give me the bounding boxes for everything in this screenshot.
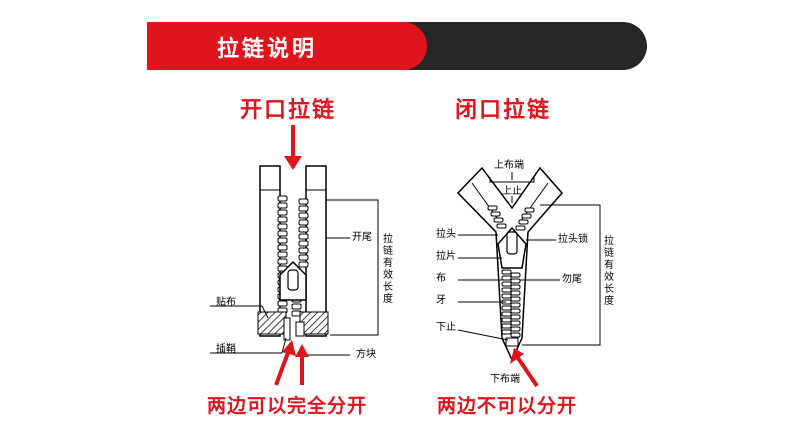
- label-xiabuduan: 下布端: [490, 374, 520, 385]
- zipper-tooth: [510, 296, 521, 302]
- left-patch: [257, 311, 287, 335]
- section-banner: 拉链说明: [147, 22, 647, 70]
- zipper-tooth: [490, 211, 501, 217]
- zipper-tooth: [510, 332, 521, 338]
- closed-bottom-arrow: [516, 356, 539, 388]
- zipper-tooth: [277, 300, 288, 307]
- zipper-tooth: [277, 195, 288, 202]
- zipper-tooth: [493, 217, 504, 223]
- label-shangbuduan: 上布端: [494, 160, 524, 171]
- banner-red-band: [147, 22, 427, 70]
- zipper-tooth: [277, 202, 288, 209]
- zipper-tooth: [298, 205, 309, 212]
- right-tape: [305, 165, 327, 337]
- open-zipper-drawing: [210, 125, 379, 386]
- zipper-tooth: [501, 293, 512, 299]
- zipper-tooth: [501, 281, 512, 287]
- zipper-tooth: [298, 219, 309, 226]
- label-latousuo: 拉头锁: [558, 234, 588, 245]
- label-xiazhi: 下止: [436, 322, 456, 333]
- banner-title: 拉链说明: [217, 37, 318, 62]
- label-kaiwei: 开尾: [352, 232, 372, 243]
- closed-zipper-title: 闭口拉链: [455, 98, 552, 123]
- zipper-tooth: [277, 216, 288, 223]
- zipper-tooth: [510, 314, 521, 320]
- zipper-tooth: [521, 213, 532, 219]
- zipper-tooth: [277, 251, 288, 258]
- label-tiebu: 贴布: [216, 297, 236, 308]
- zipper-tooth: [487, 205, 498, 211]
- zipper-tooth: [510, 278, 521, 284]
- label-wowei: 勿尾: [562, 274, 582, 285]
- zipper-tooth: [501, 269, 512, 275]
- zipper-tooth: [298, 198, 309, 205]
- zipper-tooth: [298, 254, 309, 261]
- zipper-tooth: [277, 223, 288, 230]
- zipper-tooth: [298, 261, 309, 268]
- zipper-tooth: [277, 237, 288, 244]
- zipper-tooth: [501, 287, 512, 293]
- zipper-tooth: [501, 275, 512, 281]
- zipper-tooth: [510, 308, 521, 314]
- zipper-tooth: [298, 247, 309, 254]
- zipper-tooth: [277, 230, 288, 237]
- zipper-tooth: [277, 258, 288, 265]
- label-closed-effective-length: 拉链有效长度: [604, 236, 614, 307]
- open-bottom-arrow-left: [274, 349, 291, 386]
- open-zipper-caption: 两边可以完全分开: [207, 395, 368, 417]
- zipper-tooth: [291, 303, 302, 310]
- label-bu: 布: [436, 273, 446, 284]
- zipper-tooth: [510, 284, 521, 290]
- zipper-tooth: [298, 233, 309, 240]
- closed-teeth: [487, 205, 535, 338]
- zipper-tooth: [501, 329, 512, 335]
- label-shangzhi: 上止: [502, 186, 522, 197]
- left-tape: [259, 165, 281, 337]
- label-lapian: 拉片: [436, 251, 456, 262]
- zipper-tooth: [518, 219, 529, 225]
- closed-zipper-drawing: [456, 166, 601, 388]
- zipper-tooth: [510, 326, 521, 332]
- label-latou: 拉头: [436, 229, 456, 240]
- zipper-tooth: [510, 302, 521, 308]
- banner-dark-band: [387, 22, 647, 70]
- zipper-tooth: [298, 226, 309, 233]
- zipper-tooth: [298, 212, 309, 219]
- zipper-tooth: [298, 240, 309, 247]
- zipper-tooth: [510, 290, 521, 296]
- closed-zipper-caption: 两边不可以分开: [437, 395, 578, 417]
- label-fangkuai: 方块: [356, 349, 376, 360]
- zipper-tooth: [524, 207, 535, 213]
- zipper-tooth: [501, 311, 512, 317]
- zipper-tooth: [277, 209, 288, 216]
- zipper-tooth: [515, 225, 526, 231]
- zipper-tooth: [510, 272, 521, 278]
- zipper-tooth: [501, 323, 512, 329]
- label-chaqiao: 插鞘: [216, 344, 236, 355]
- zipper-tooth: [510, 320, 521, 326]
- label-ya: 牙: [436, 295, 446, 306]
- zipper-tooth: [501, 305, 512, 311]
- zipper-tooth: [277, 244, 288, 251]
- label-open-effective-length: 拉链有效长度: [383, 234, 393, 305]
- open-zipper-title: 开口拉链: [240, 98, 337, 123]
- zipper-tooth: [501, 317, 512, 323]
- zipper-tooth: [496, 223, 507, 229]
